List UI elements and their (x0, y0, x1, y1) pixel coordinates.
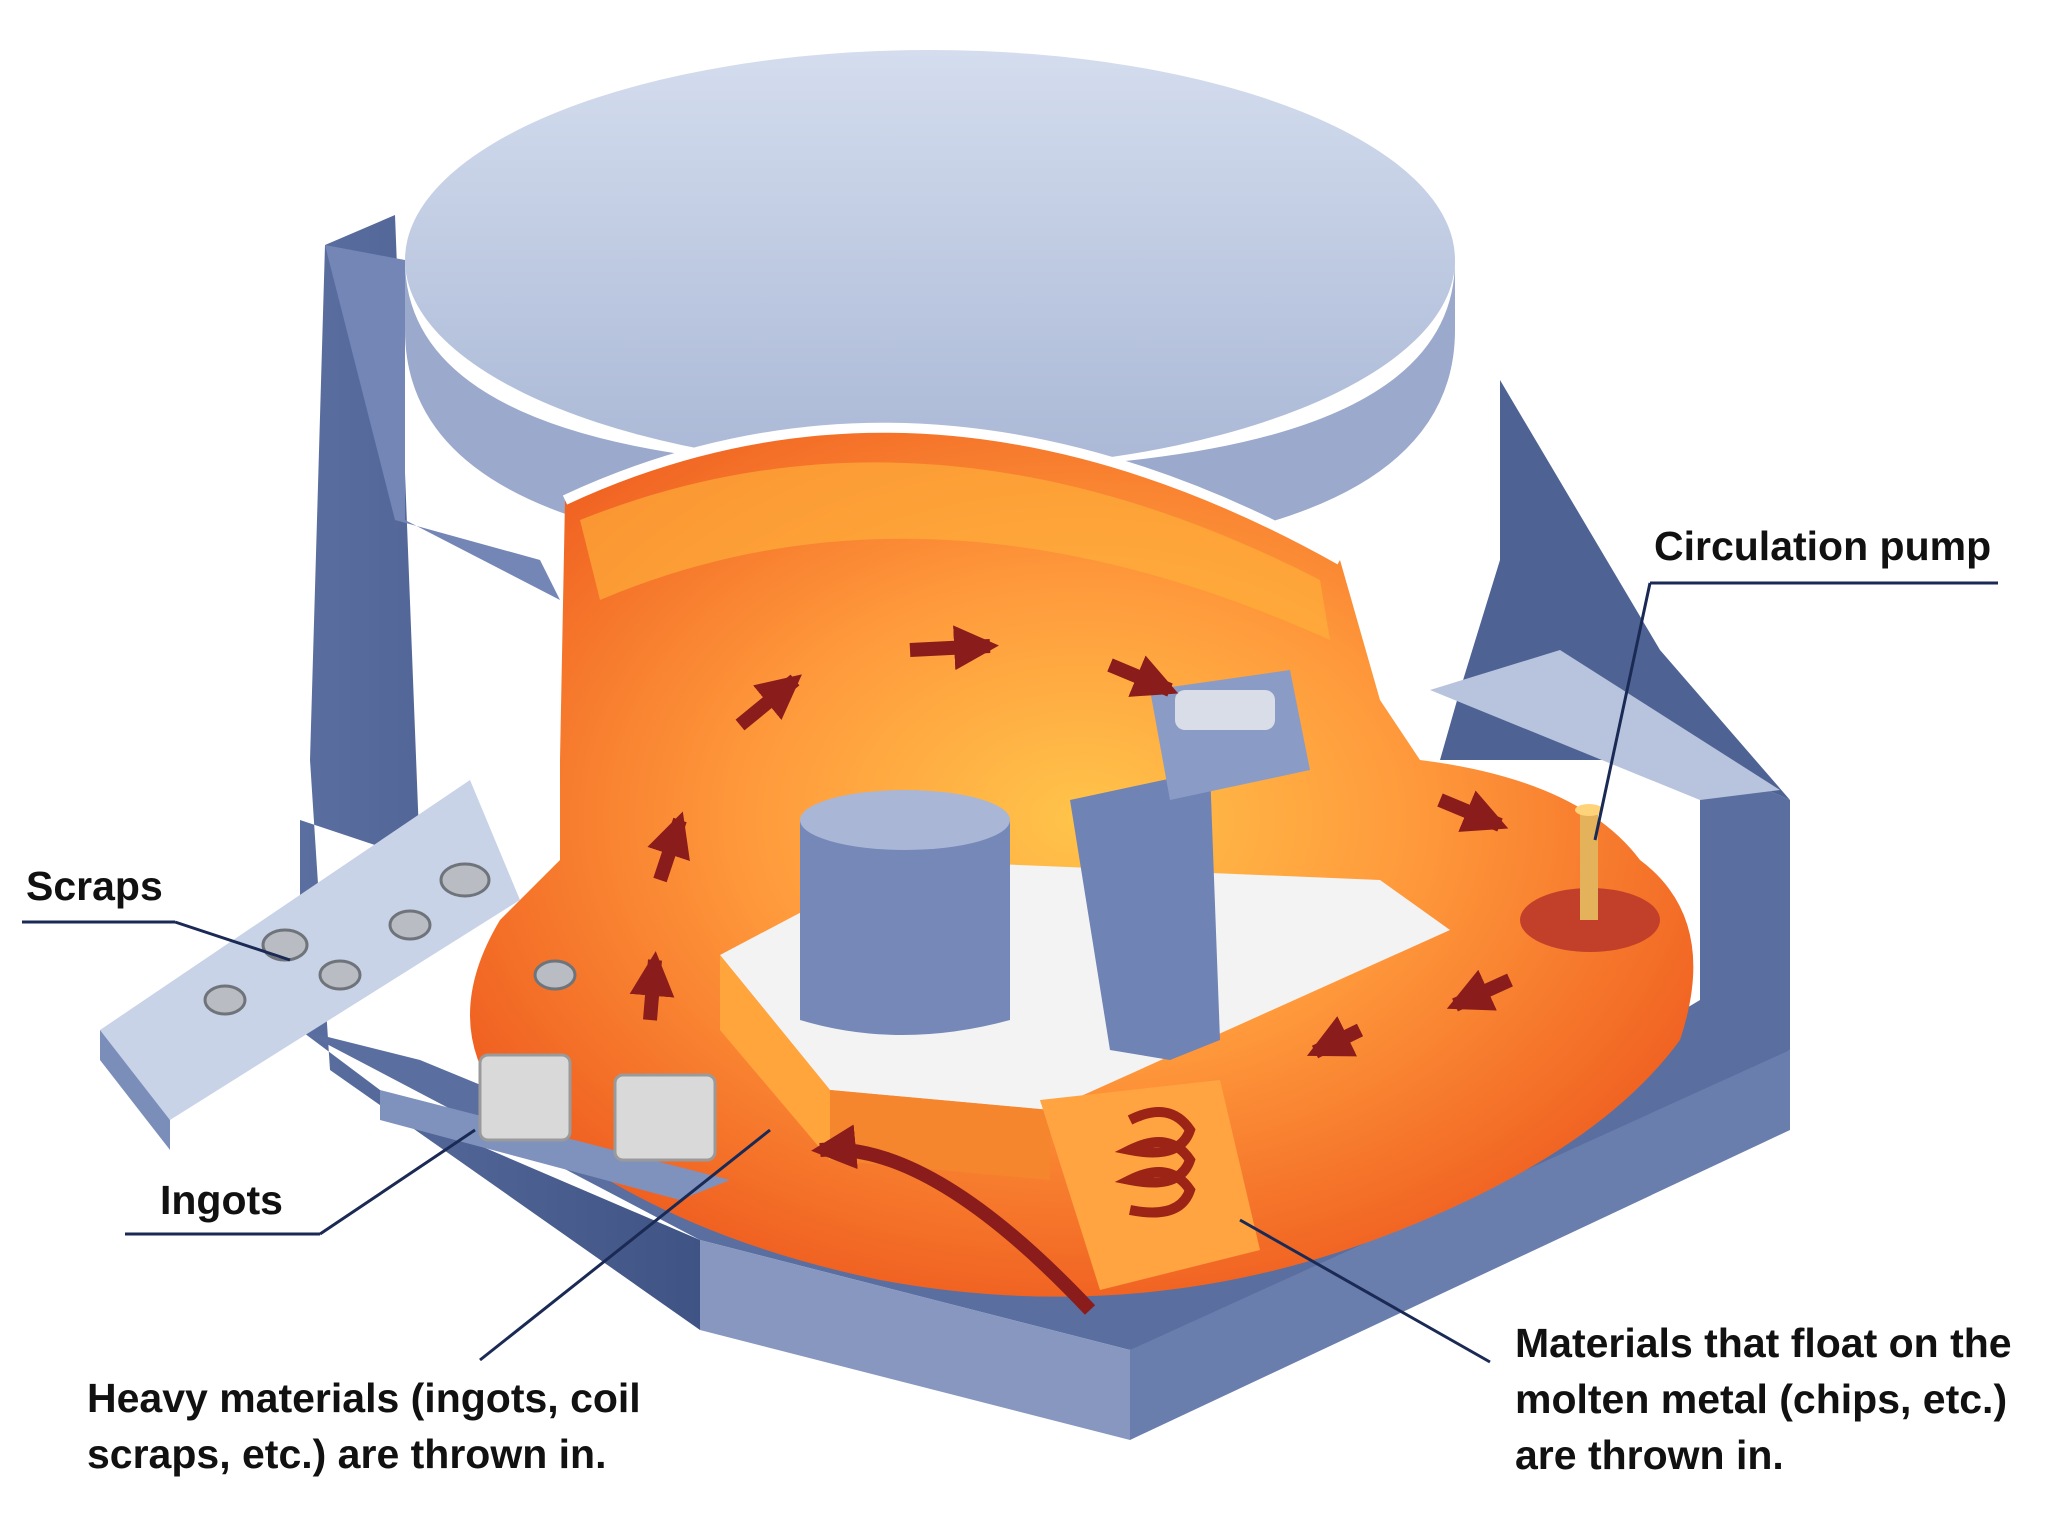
scrap-piece (388, 909, 432, 941)
flow-arrow (1437, 790, 1509, 832)
label-heavy-materials-line: Heavy materials (ingots, coil (87, 1375, 641, 1421)
shell-front-face (700, 1240, 1130, 1440)
flow-arrow (1107, 655, 1179, 697)
central-divider (720, 790, 1450, 1180)
shell-right-face (1130, 1050, 1790, 1440)
pump-cap (1575, 804, 1603, 816)
leader-line-ingots (319, 1128, 476, 1236)
leader-line-heavy (479, 1128, 771, 1362)
flow-arrow (909, 625, 999, 671)
pump-shaft (1580, 810, 1598, 920)
lid-left-flank (325, 245, 560, 600)
scrap-piece (203, 984, 247, 1016)
label-circulation-pump: Circulation pump (1654, 523, 1992, 569)
ingot-block (478, 1053, 572, 1142)
label-heavy-materials-line: scraps, etc.) are thrown in. (87, 1431, 607, 1477)
scrap-piece (261, 928, 309, 962)
label-scraps: Scraps (26, 863, 163, 909)
label-floating-materials: Materials that float on the molten metal… (1515, 1315, 2012, 1483)
scrap-conveyor (100, 780, 577, 1150)
conveyor-edge (100, 1030, 170, 1150)
conveyor-tray (100, 780, 520, 1120)
flow-arrows (629, 625, 1513, 1315)
chute-chips (1175, 690, 1275, 730)
label-ingots: Ingots (160, 1177, 283, 1223)
flow-arrow (811, 1124, 1096, 1315)
label-floating-materials-line: are thrown in. (1515, 1432, 1784, 1478)
molten-inner-curve (580, 462, 1330, 640)
flow-arrow (647, 811, 690, 883)
leader-line-scraps (174, 920, 291, 962)
lid-top (405, 50, 1455, 470)
flow-arrow (735, 674, 802, 731)
label-floating-materials-line: Materials that float on the (1515, 1320, 2012, 1366)
flow-arrow (1306, 1016, 1364, 1059)
leader-line-float (1239, 1218, 1491, 1364)
shell-right-ledge (1430, 650, 1780, 800)
ingot-block (613, 1073, 717, 1162)
leader-line-circulation (1593, 582, 1652, 841)
circulation-pump (1520, 804, 1660, 952)
flow-arrow (1446, 969, 1513, 1012)
ingot-stack (380, 1053, 730, 1200)
chamber-rim-edge (562, 422, 1343, 565)
feed-chute (1070, 670, 1310, 1060)
scrap-pieces (203, 862, 577, 1016)
heating-coil (1114, 1107, 1196, 1218)
pillar-top (800, 790, 1010, 850)
chute-body (1070, 770, 1220, 1060)
label-floating-materials-line: molten metal (chips, etc.) (1515, 1376, 2008, 1422)
label-heavy-materials: Heavy materials (ingots, coil scraps, et… (87, 1370, 641, 1482)
divider-front (720, 955, 830, 1160)
leader-lines (22, 581, 1998, 1364)
ingot-tray (380, 1090, 730, 1200)
coil-well (1040, 1080, 1260, 1290)
scrap-piece (533, 959, 577, 991)
flow-arrow (629, 951, 675, 1021)
scrap-piece (439, 862, 491, 898)
pillar-body (800, 805, 1010, 1035)
scrap-piece (318, 959, 362, 991)
